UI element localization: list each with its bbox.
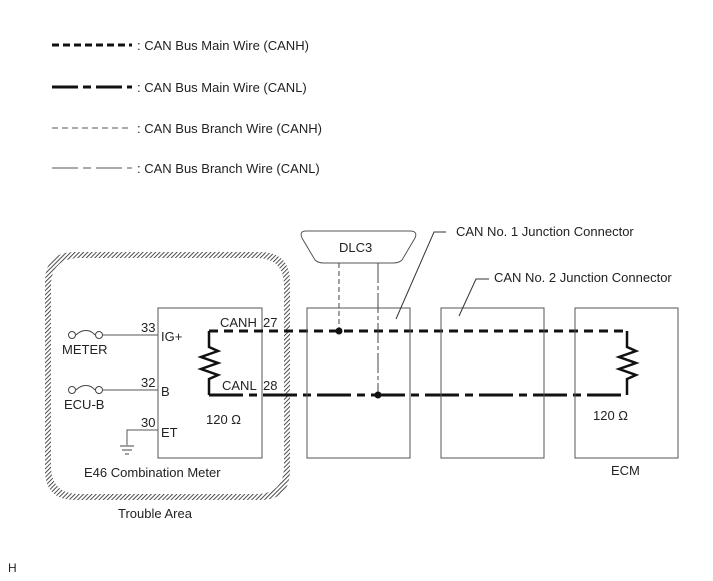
junction-2-label: CAN No. 2 Junction Connector: [494, 270, 672, 285]
ecm-resistor-value: 120 Ω: [593, 408, 628, 423]
junction-1-box: [306, 307, 411, 459]
fuse-meter-label: METER: [62, 342, 108, 357]
ecm: 120 Ω ECM: [574, 307, 679, 478]
legend-main-canl-label: : CAN Bus Main Wire (CANL): [137, 80, 307, 95]
trouble-area-label: Trouble Area: [118, 506, 193, 521]
dlc3-connector-icon: [300, 230, 417, 264]
junction-connector-1: CAN No. 1 Junction Connector: [306, 224, 634, 459]
canh-label: CANH: [220, 315, 257, 330]
dlc3-label: DLC3: [339, 240, 372, 255]
trouble-area-border: [45, 252, 290, 500]
pin-et-label: ET: [161, 425, 178, 440]
canh-junction-dot: [335, 327, 343, 335]
canl-pin-number: 28: [263, 378, 277, 393]
fuse-ecu-b-icon: [68, 385, 103, 394]
junction-connector-2: CAN No. 2 Junction Connector: [440, 270, 672, 459]
junction-2-box: [440, 307, 545, 459]
ecm-label: ECM: [611, 463, 640, 478]
legend-branch-canh-label: : CAN Bus Branch Wire (CANH): [137, 121, 322, 136]
corner-mark: H: [8, 561, 17, 575]
meter-resistor-value: 120 Ω: [206, 412, 241, 427]
ecm-box: [574, 307, 679, 459]
legend-main-canh-label: : CAN Bus Main Wire (CANH): [137, 38, 309, 53]
combination-meter-box: [157, 307, 263, 459]
canl-junction-dot: [374, 391, 382, 399]
pin-32-number: 32: [141, 375, 155, 390]
ground-icon: [120, 445, 134, 455]
pin-33-number: 33: [141, 320, 155, 335]
trouble-area: Trouble Area: [45, 252, 290, 521]
pin-ig-label: IG+: [161, 329, 182, 344]
fuse-meter-icon: [68, 330, 103, 339]
pin-b-label: B: [161, 384, 170, 399]
fuse-ecu-b-label: ECU-B: [64, 397, 104, 412]
combination-meter-label: E46 Combination Meter: [84, 465, 221, 480]
ecm-resistor-icon: [615, 331, 640, 395]
legend-branch-canl-label: : CAN Bus Branch Wire (CANL): [137, 161, 320, 176]
meter-resistor-icon: [197, 331, 222, 395]
pin-30-number: 30: [141, 415, 155, 430]
canh-pin-number: 27: [263, 315, 277, 330]
junction-1-label: CAN No. 1 Junction Connector: [456, 224, 634, 239]
legend: : CAN Bus Main Wire (CANH) : CAN Bus Mai…: [52, 38, 322, 176]
canl-label: CANL: [222, 378, 257, 393]
dlc3: DLC3: [300, 230, 417, 399]
combination-meter: E46 Combination Meter METER 33 IG+ ECU-B…: [62, 307, 277, 480]
